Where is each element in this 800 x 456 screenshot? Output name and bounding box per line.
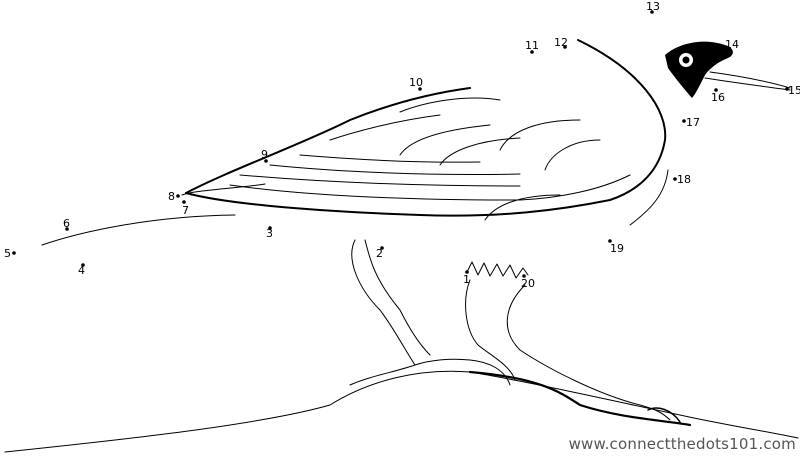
dot-9 <box>264 159 268 163</box>
dot-11 <box>530 50 534 54</box>
dot-17 <box>682 119 686 123</box>
branch-line <box>4 370 799 453</box>
dot-7 <box>182 200 186 204</box>
head-cap <box>665 41 733 98</box>
dot-1 <box>465 270 469 274</box>
dot-18 <box>673 177 677 181</box>
dot-label-20: 20 <box>521 277 535 290</box>
dot-2 <box>380 246 384 250</box>
dot-16 <box>714 88 718 92</box>
dot-label-9: 9 <box>261 148 268 161</box>
dot-label-16: 16 <box>711 91 725 104</box>
dot-label-19: 19 <box>610 242 624 255</box>
dot-label-11: 11 <box>525 39 539 52</box>
dot-label-10: 10 <box>409 76 423 89</box>
dot-label-18: 18 <box>677 173 691 186</box>
dot-label-8: 8 <box>168 190 175 203</box>
dot-12 <box>563 45 567 49</box>
body-back <box>185 87 471 194</box>
dot-label-6: 6 <box>63 217 70 230</box>
beak <box>704 71 791 91</box>
dot-label-3: 3 <box>266 227 273 240</box>
dot-label-4: 4 <box>78 264 85 277</box>
dot-15 <box>785 87 789 91</box>
dot-14 <box>726 46 730 50</box>
dot-label-7: 7 <box>182 204 189 217</box>
dot-8 <box>176 194 180 198</box>
dot-label-5: 5 <box>4 247 11 260</box>
dot-label-2: 2 <box>376 247 383 260</box>
dot-10 <box>418 87 422 91</box>
branch-line-lower <box>468 370 692 427</box>
watermark: www.connectthedots101.com <box>568 435 796 453</box>
dot-13 <box>650 10 654 14</box>
dot-20 <box>522 274 526 278</box>
dot-label-1: 1 <box>463 273 470 286</box>
dot-label-17: 17 <box>686 116 700 129</box>
dot-label-14: 14 <box>725 38 739 51</box>
dot-3 <box>268 226 272 230</box>
dot-19 <box>608 239 612 243</box>
dot-6 <box>65 227 69 231</box>
right-leg <box>465 279 516 381</box>
dot-4 <box>81 263 85 267</box>
tail-line <box>41 214 236 246</box>
left-leg <box>349 239 416 386</box>
dot-5 <box>12 251 16 255</box>
dot-label-12: 12 <box>554 36 568 49</box>
dot-label-13: 13 <box>646 0 660 13</box>
dot-label-15: 15 <box>788 84 800 97</box>
